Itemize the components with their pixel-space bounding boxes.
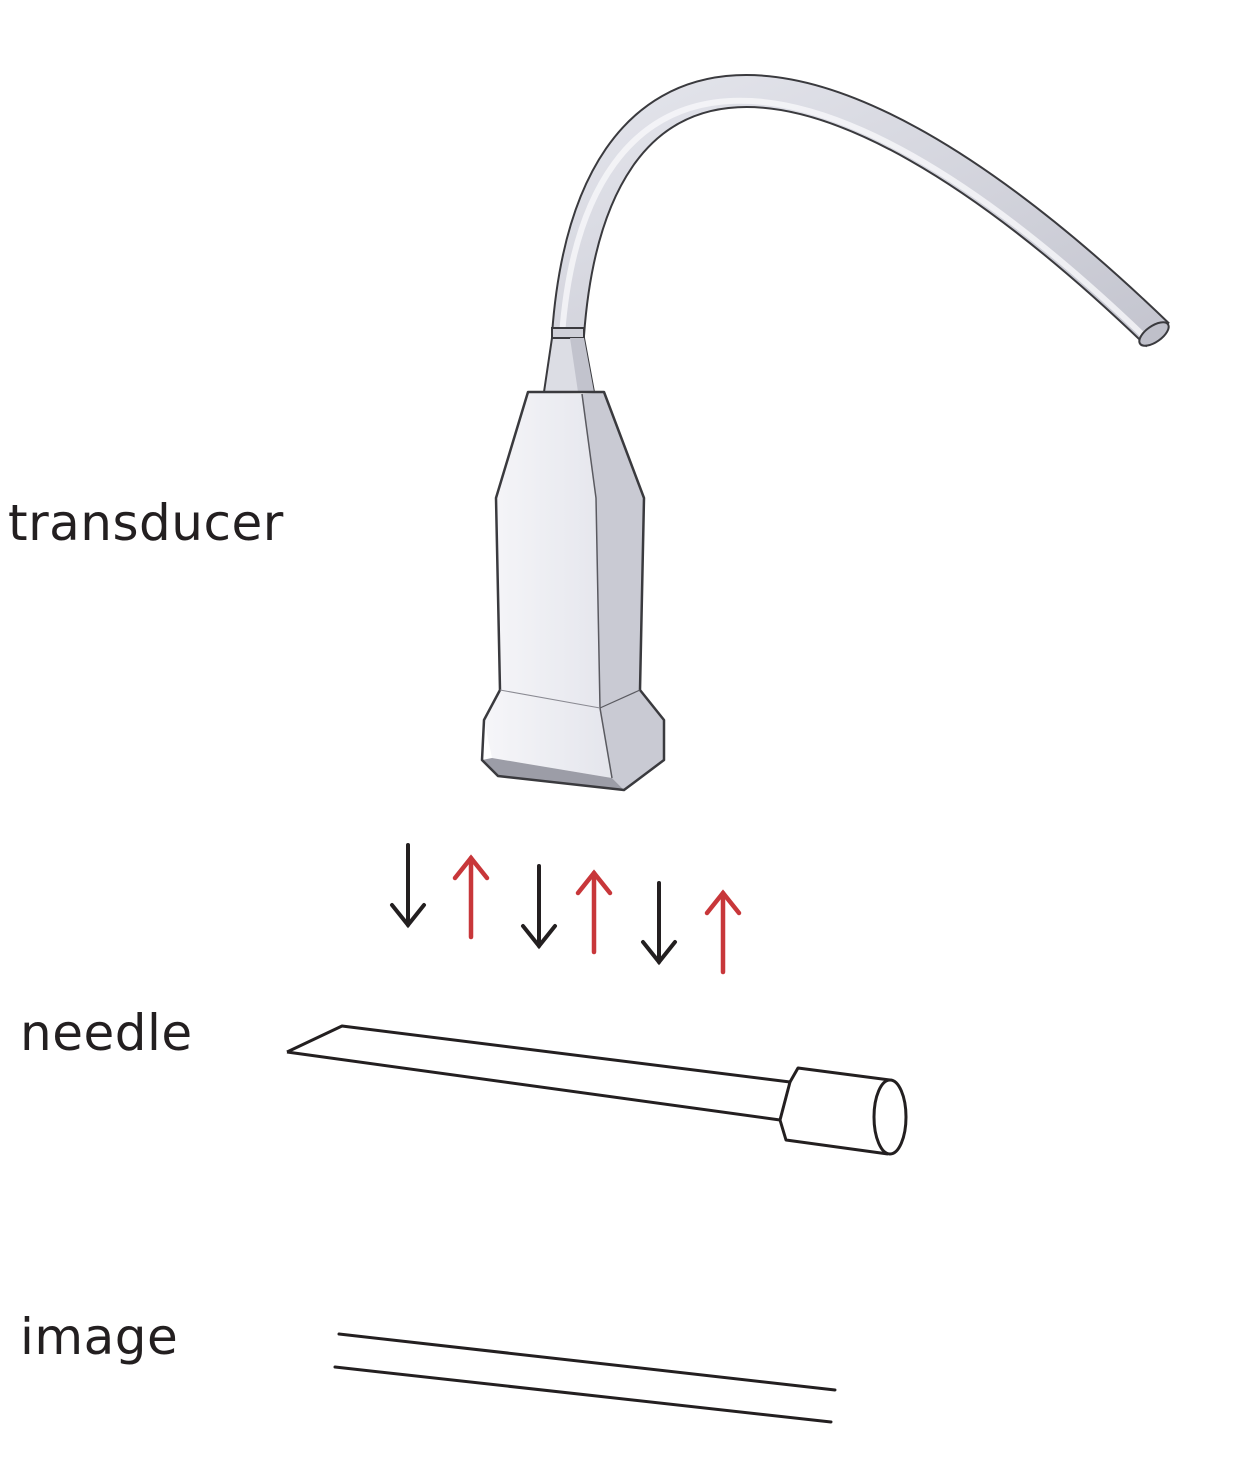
echo-arrow <box>452 854 490 940</box>
transducer-neck <box>542 327 596 393</box>
needle-label: needle <box>20 1004 193 1062</box>
image-label: image <box>20 1308 179 1366</box>
needle <box>286 1024 908 1156</box>
echo-arrow <box>575 869 613 955</box>
transducer <box>480 390 666 792</box>
transmit-arrow <box>521 864 557 950</box>
needle-image <box>333 1332 837 1424</box>
transducer-label: transducer <box>8 494 284 552</box>
ultrasound-arrows <box>390 843 742 975</box>
echo-arrow <box>704 889 742 975</box>
cable <box>551 74 1170 348</box>
transmit-arrow <box>641 881 677 966</box>
transmit-arrow <box>390 843 426 929</box>
